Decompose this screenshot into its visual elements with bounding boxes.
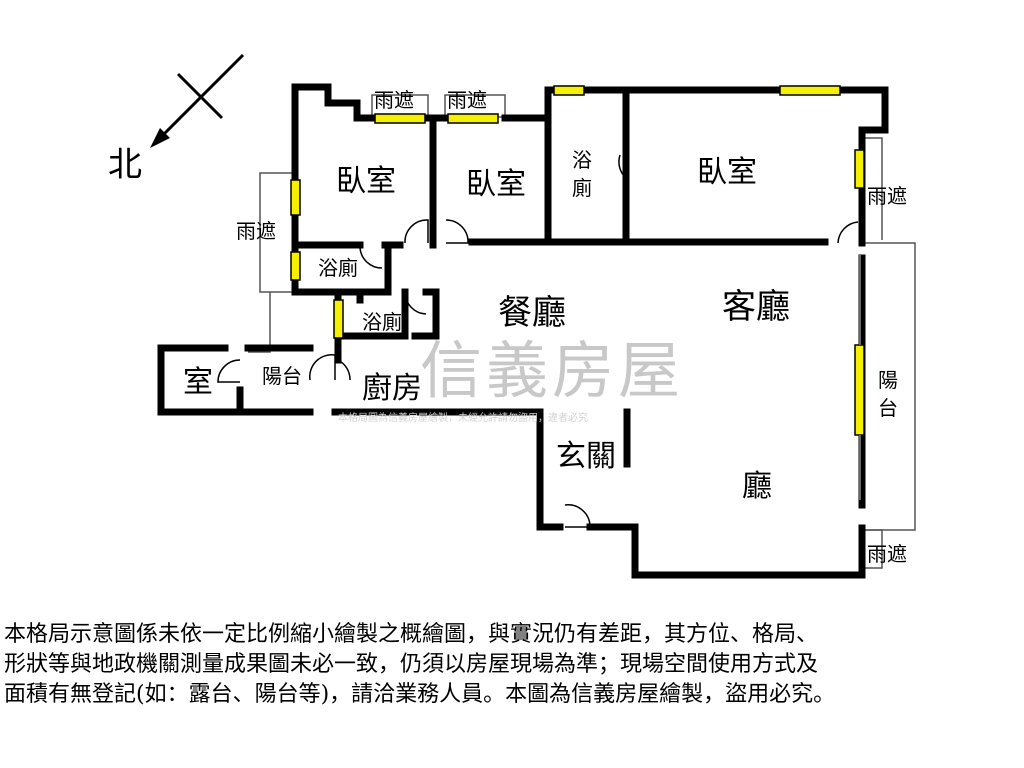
- canopy-label-east: 雨遮: [867, 184, 907, 208]
- north-arrow-icon: [150, 53, 245, 148]
- room-hall: 廳: [742, 469, 772, 504]
- canopy-label-southeast: 雨遮: [867, 542, 907, 566]
- canopy-label-2: 雨遮: [447, 88, 487, 112]
- floor-plan: [150, 53, 916, 579]
- disclaimer-text: 本格局示意圖係未依一定比例縮小繪製之概繪圖，與實況仍有差距，其方位、格局、 形狀…: [4, 620, 1020, 710]
- room-bedroom-1: 臥室: [336, 164, 396, 199]
- north-label: 北: [108, 145, 142, 185]
- room-small: 室: [183, 365, 213, 400]
- door-swings: [217, 154, 859, 528]
- room-kitchen: 廚房: [362, 371, 422, 406]
- canopy-label-west: 雨遮: [236, 219, 276, 243]
- room-bath-1: 浴廁: [318, 256, 358, 280]
- disclaimer-line: 形狀等與地政機關測量成果圖未必一致，仍須以房屋現場為準；現場空間使用方式及: [4, 652, 819, 677]
- room-bath-master: 浴 廁: [572, 148, 592, 200]
- disclaimer-line: 面積有無登記(如：露台、陽台等)，請洽業務人員。本圖為信義房屋繪製，盜用必究。: [4, 682, 836, 707]
- room-balcony-east: 陽 台: [878, 368, 898, 420]
- watermark-brand: 信義房屋: [420, 334, 685, 407]
- room-bedroom-2: 臥室: [466, 167, 526, 202]
- room-living: 客廳: [722, 287, 790, 327]
- room-bath-2: 浴廁: [362, 310, 402, 334]
- room-bedroom-master: 臥室: [697, 155, 757, 190]
- watermark-notice: 本格局圖為信義房屋繪製，未經允許請勿盜用，違者必究: [338, 413, 588, 424]
- room-balcony-small: 陽台: [262, 364, 302, 388]
- canopy-label-1: 雨遮: [374, 88, 414, 112]
- walls: [157, 83, 889, 579]
- disclaimer-line: 本格局示意圖係未依一定比例縮小繪製之概繪圖，與實況仍有差距，其方位、格局、: [4, 622, 819, 647]
- room-dining: 餐廳: [498, 293, 566, 333]
- room-entrance: 玄關: [556, 439, 616, 474]
- windows: [290, 85, 865, 500]
